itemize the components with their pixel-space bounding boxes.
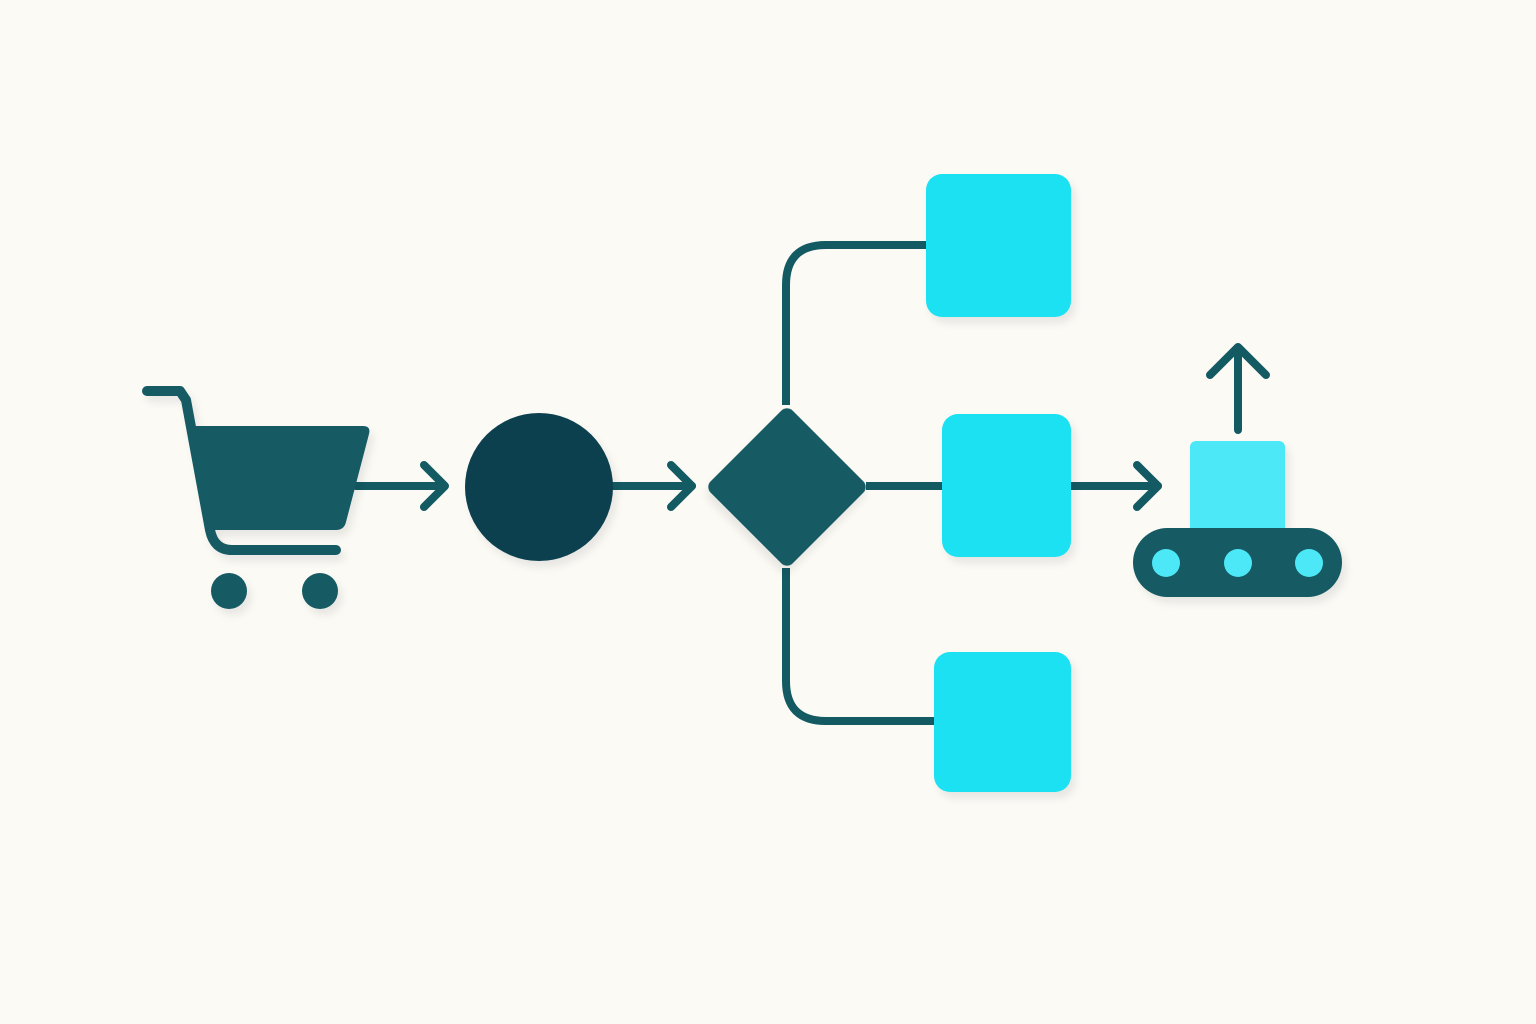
- task-node-bottom: [934, 652, 1071, 792]
- edge-decision-to-task-bottom: [782, 568, 936, 725]
- start-node: [465, 413, 613, 561]
- edge-cart-to-start-arrowhead: [420, 461, 449, 511]
- conveyor-roller: [1152, 549, 1180, 577]
- arrow-up-icon: [1206, 343, 1270, 434]
- edge-start-to-decision-arrowhead: [667, 461, 696, 511]
- package-box: [1190, 441, 1285, 533]
- shopping-cart-icon: [142, 386, 370, 609]
- edge-task-middle-to-conveyor-arrowhead: [1133, 461, 1162, 511]
- conveyor-belt-icon: [1133, 441, 1342, 597]
- conveyor-roller: [1224, 549, 1252, 577]
- conveyor-roller: [1295, 549, 1323, 577]
- task-node-middle: [942, 414, 1071, 557]
- decision-node: [708, 408, 866, 566]
- task-node-top: [926, 174, 1071, 317]
- edge-decision-to-task-top: [782, 241, 928, 405]
